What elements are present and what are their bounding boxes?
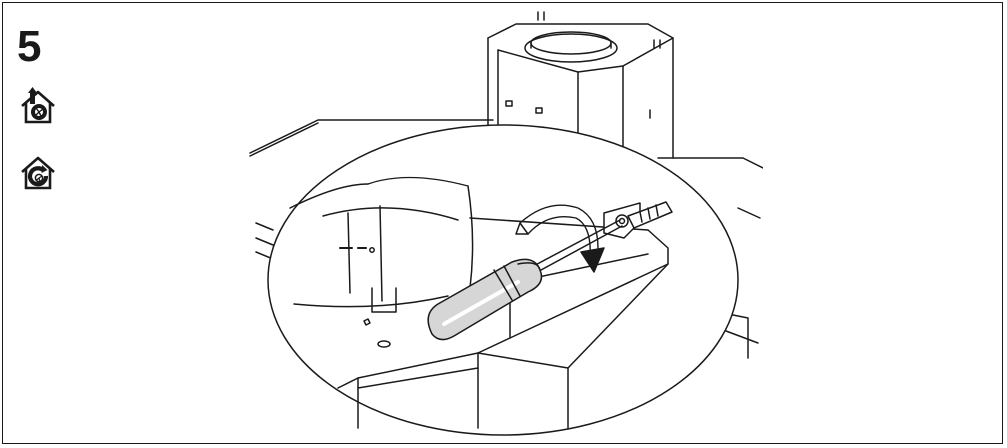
hood-installation-illustration (248, 8, 763, 448)
house-recirculation-icon (19, 153, 57, 191)
screwdriver-icon (427, 258, 543, 341)
step-number: 5 (17, 22, 42, 71)
detail-contents (289, 176, 673, 429)
house-ducted-extraction-icon (19, 87, 57, 125)
